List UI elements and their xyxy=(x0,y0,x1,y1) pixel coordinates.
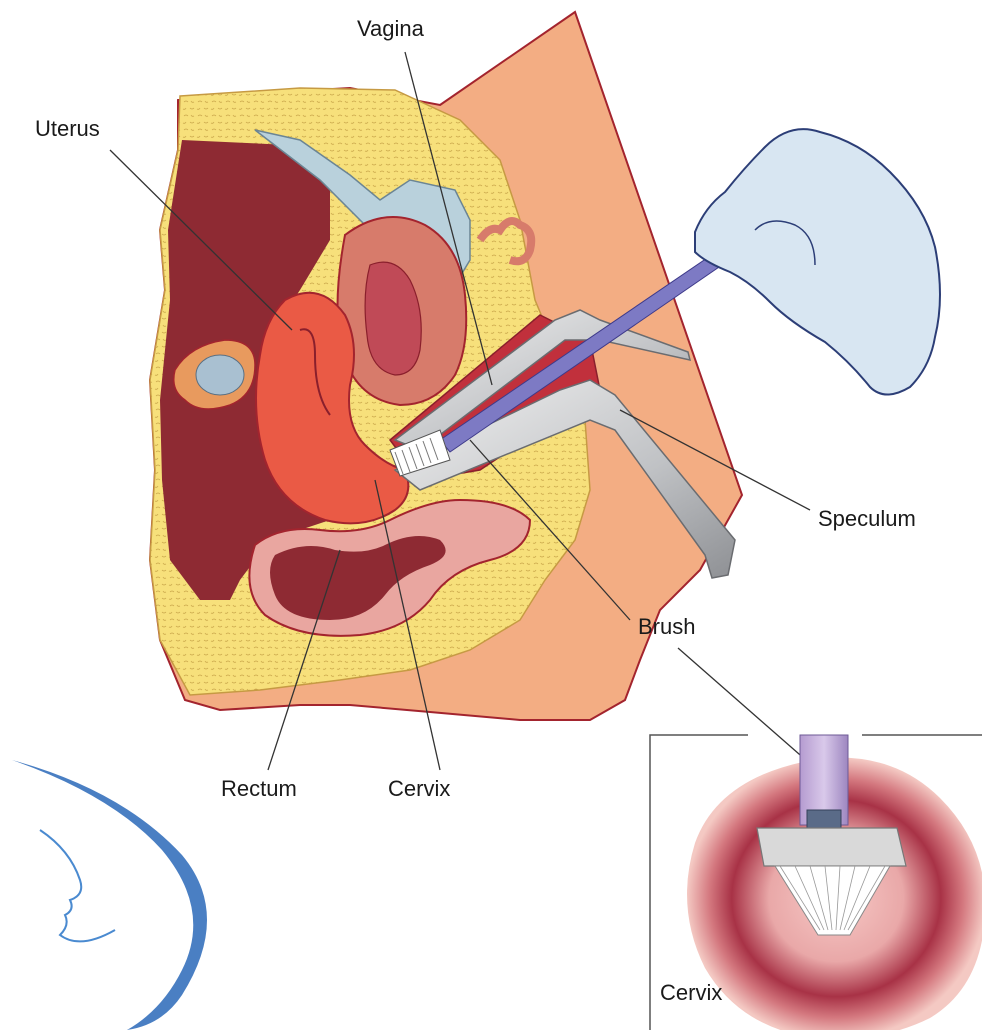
label-rectum: Rectum xyxy=(221,778,297,800)
label-inset-cervix: Cervix xyxy=(660,982,722,1004)
leader-brush-inset xyxy=(678,648,815,768)
label-brush: Brush xyxy=(638,616,695,638)
inset-brush-head xyxy=(757,828,906,866)
logo-profile xyxy=(12,760,207,1030)
label-vagina: Vagina xyxy=(357,18,424,40)
gloved-hand xyxy=(695,129,940,394)
label-speculum: Speculum xyxy=(818,508,916,530)
label-cervix: Cervix xyxy=(388,778,450,800)
label-uterus: Uterus xyxy=(35,118,100,140)
